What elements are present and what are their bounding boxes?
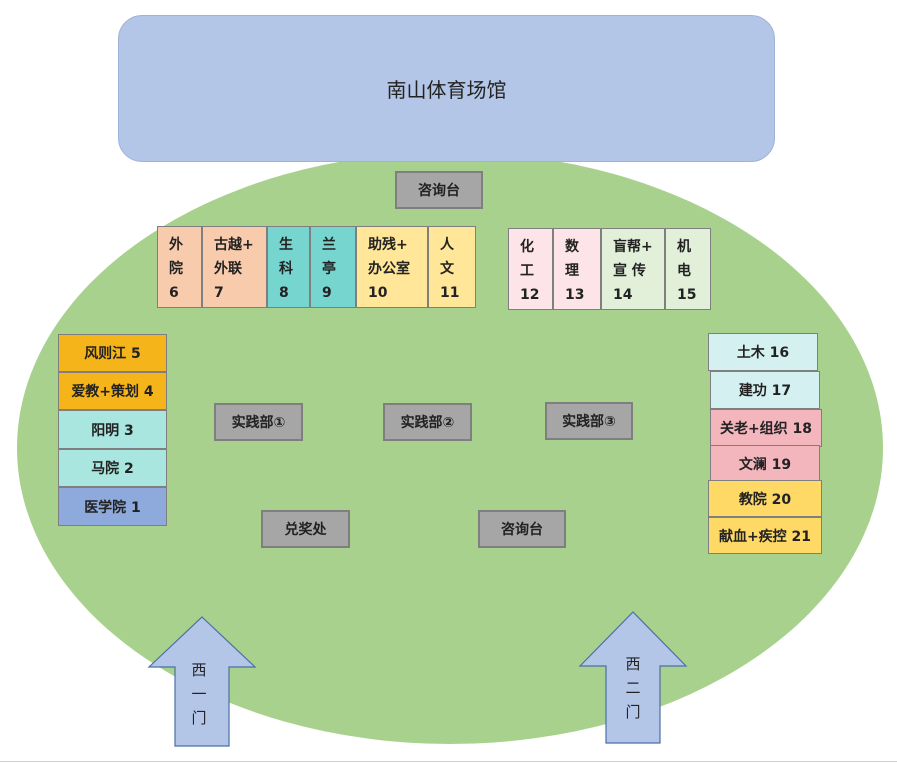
gate-west-1-label: 西一门 — [191, 661, 207, 727]
venue-title: 南山体育场馆 — [386, 78, 507, 102]
booth-16: 土木 16 — [708, 333, 818, 371]
booth-5: 风则江 5 — [58, 334, 167, 372]
practice-desk-1: 实践部① — [214, 403, 303, 441]
info-desk-bottom: 咨询台 — [478, 510, 566, 548]
booth-18: 关老+组织 18 — [710, 409, 822, 447]
redeem-desk: 兑奖处 — [261, 510, 350, 548]
practice-desk-2: 实践部② — [383, 403, 472, 441]
booth-1: 医学院 1 — [58, 487, 167, 526]
practice-desk-3: 实践部③ — [545, 402, 633, 440]
booth-21: 献血+疾控 21 — [708, 517, 822, 554]
venue-block: 南山体育场馆 — [118, 15, 775, 162]
booth-17: 建功 17 — [710, 371, 820, 409]
info-desk-top: 咨询台 — [395, 171, 483, 209]
page-baseline — [0, 761, 897, 762]
booth-4: 爱教+策划 4 — [58, 372, 167, 410]
gate-west-2-label: 西二门 — [625, 655, 641, 721]
booth-20: 教院 20 — [708, 480, 822, 517]
gate-west-1-arrow — [147, 616, 257, 747]
booth-19: 文澜 19 — [710, 445, 820, 482]
gate-west-2-arrow — [578, 611, 688, 744]
booth-3: 阳明 3 — [58, 410, 167, 449]
booth-2: 马院 2 — [58, 449, 167, 487]
